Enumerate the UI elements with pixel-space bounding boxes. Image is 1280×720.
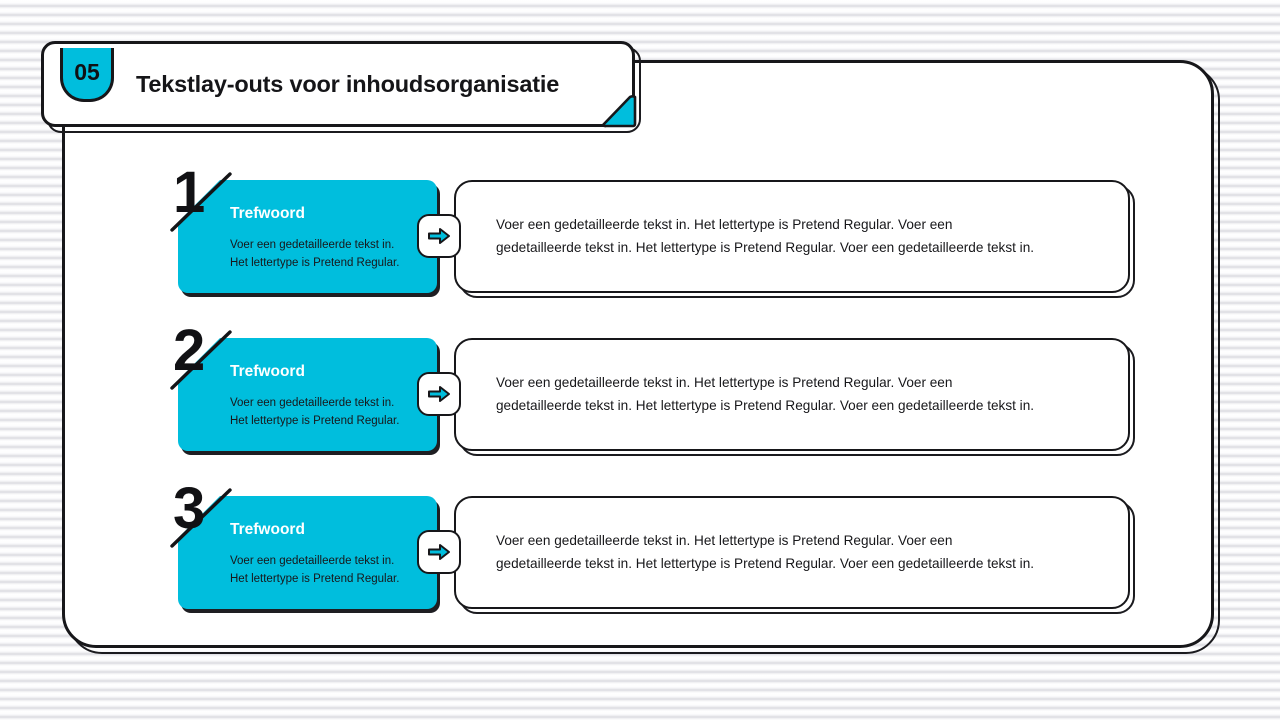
section-number-label: 05 xyxy=(74,59,100,85)
keyword-card-body: Voer een gedetailleerde tekst in. Het le… xyxy=(230,554,400,586)
content-row: Trefwoord Voer een gedetailleerde tekst … xyxy=(0,480,1280,622)
description-panel[interactable]: Voer een gedetailleerde tekst in. Het le… xyxy=(454,496,1130,609)
arrow-right-icon[interactable] xyxy=(417,530,461,574)
keyword-card-title: Trefwoord xyxy=(230,521,305,538)
keyword-card-body: Voer een gedetailleerde tekst in. Het le… xyxy=(230,396,400,428)
arrow-right-icon[interactable] xyxy=(417,214,461,258)
content-row: Trefwoord Voer een gedetailleerde tekst … xyxy=(0,322,1280,464)
description-text: Voer een gedetailleerde tekst in. Het le… xyxy=(496,216,1035,255)
section-number-badge: 05 xyxy=(60,48,114,102)
page-title: Tekstlay-outs voor inhoudsorganisatie xyxy=(136,70,560,97)
description-panel[interactable]: Voer een gedetailleerde tekst in. Het le… xyxy=(454,338,1130,451)
keyword-card[interactable]: Trefwoord Voer een gedetailleerde tekst … xyxy=(178,180,437,293)
step-numeral: 2 xyxy=(173,318,206,383)
keyword-card-body: Voer een gedetailleerde tekst in. Het le… xyxy=(230,238,400,270)
arrow-right-icon[interactable] xyxy=(417,372,461,416)
description-text: Voer een gedetailleerde tekst in. Het le… xyxy=(496,374,1035,413)
description-panel[interactable]: Voer een gedetailleerde tekst in. Het le… xyxy=(454,180,1130,293)
step-numeral: 1 xyxy=(173,160,206,225)
keyword-card[interactable]: Trefwoord Voer een gedetailleerde tekst … xyxy=(178,496,437,609)
keyword-card-title: Trefwoord xyxy=(230,363,305,380)
keyword-card-title: Trefwoord xyxy=(230,205,305,222)
title-bar: Tekstlay-outs voor inhoudsorganisatie xyxy=(41,41,635,127)
folded-corner-decoration xyxy=(601,91,637,128)
step-numeral: 3 xyxy=(173,476,206,541)
keyword-card[interactable]: Trefwoord Voer een gedetailleerde tekst … xyxy=(178,338,437,451)
content-row: Trefwoord Voer een gedetailleerde tekst … xyxy=(0,164,1280,306)
description-text: Voer een gedetailleerde tekst in. Het le… xyxy=(496,532,1035,571)
